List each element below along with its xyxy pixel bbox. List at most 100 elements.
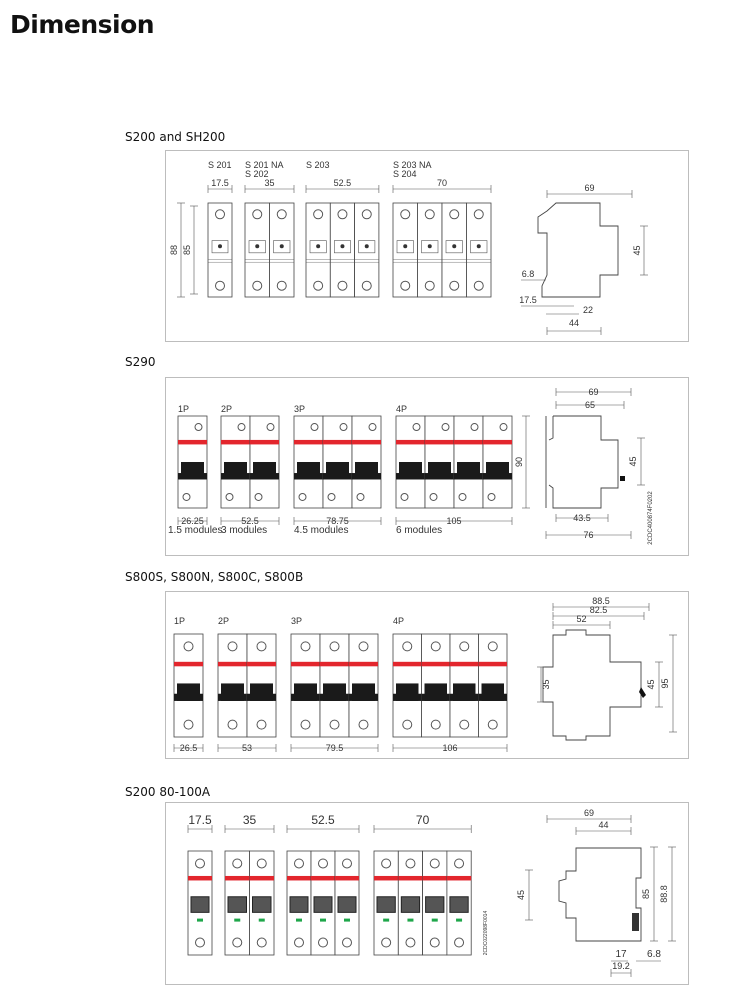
side-view-profile	[542, 629, 642, 741]
brand-red-band	[349, 661, 378, 667]
toggle-base	[174, 693, 203, 701]
terminal-screw-icon	[232, 937, 243, 948]
dimension-label: 52.5	[241, 516, 259, 526]
terminal-screw-icon	[430, 641, 441, 652]
brand-red-band	[188, 875, 212, 881]
brand-red-band	[450, 661, 479, 667]
terminal-screw-icon	[256, 937, 267, 948]
brand-red-band	[352, 439, 381, 445]
dimension-label: 88.8	[659, 885, 669, 903]
dimension-label: 79.5	[326, 743, 344, 753]
status-indicator-green	[344, 918, 350, 922]
terminal-screw-icon	[400, 280, 411, 291]
toggle-base	[323, 473, 352, 480]
terminal-screw-icon	[454, 858, 465, 869]
toggle-base	[483, 473, 512, 480]
terminal-screw-icon	[441, 423, 450, 432]
pole-label: 3P	[291, 616, 302, 626]
toggle-base	[396, 473, 425, 480]
terminal-screw-icon	[313, 280, 324, 291]
toggle-base	[247, 693, 276, 701]
terminal-screw-icon	[449, 280, 460, 291]
pole-label: 4P	[396, 404, 407, 414]
side-view-profile	[558, 847, 642, 942]
terminal-screw-icon	[499, 423, 508, 432]
toggle-lever	[400, 896, 421, 913]
terminal-screw-icon	[227, 641, 238, 652]
toggle-indicator	[218, 244, 222, 249]
terminal-screw-icon	[215, 280, 225, 291]
terminal-screw-icon	[487, 492, 496, 501]
dimension-label: 69	[584, 183, 594, 193]
toggle-indicator	[364, 244, 369, 249]
status-indicator-green	[407, 918, 414, 922]
terminal-screw-icon	[358, 719, 369, 730]
pole-label: 4P	[393, 616, 404, 626]
brand-red-band	[421, 661, 450, 667]
terminal-screw-icon	[402, 641, 413, 652]
brand-red-band	[396, 439, 425, 445]
brand-red-band	[218, 661, 247, 667]
terminal-screw-icon	[430, 719, 441, 730]
terminal-screw-icon	[195, 858, 205, 869]
toggle-lever	[190, 896, 210, 913]
status-indicator-green	[258, 918, 265, 922]
clip-icon	[620, 476, 625, 481]
toggle-base	[291, 693, 320, 701]
brand-red-band	[398, 875, 423, 881]
dimension-label: 69	[584, 808, 594, 818]
terminal-screw-icon	[227, 719, 238, 730]
toggle-base	[454, 473, 483, 480]
dimension-label: 70	[437, 178, 447, 188]
dimension-label: 85	[182, 245, 192, 255]
status-indicator-green	[383, 918, 390, 922]
toggle-indicator	[427, 244, 432, 249]
terminal-screw-icon	[405, 858, 416, 869]
terminal-screw-icon	[256, 858, 267, 869]
toggle-base	[352, 473, 381, 480]
side-view-profile	[537, 202, 619, 298]
dimension-label: 95	[660, 678, 670, 688]
dimension-label: 82.5	[590, 605, 608, 615]
toggle-lever	[313, 896, 333, 913]
dimension-label: 90	[514, 457, 524, 467]
brand-red-band	[422, 875, 447, 881]
terminal-screw-icon	[381, 937, 392, 948]
terminal-screw-icon	[254, 492, 263, 501]
toggle-lever	[337, 896, 357, 913]
terminal-screw-icon	[327, 492, 336, 501]
modules-label: 3 modules	[221, 525, 267, 536]
terminal-screw-icon	[310, 423, 319, 432]
terminal-screw-icon	[252, 209, 263, 220]
status-indicator-green	[320, 918, 326, 922]
terminal-screw-icon	[266, 423, 275, 432]
section-title-s290: S290	[125, 355, 156, 369]
toggle-lever	[376, 896, 396, 913]
terminal-screw-icon	[405, 937, 416, 948]
terminal-screw-icon	[318, 858, 328, 869]
toggle-indicator	[255, 244, 260, 249]
terminal-screw-icon	[381, 858, 392, 869]
lever-icon	[632, 913, 639, 931]
terminal-screw-icon	[487, 719, 498, 730]
brand-red-band	[174, 661, 203, 667]
toggle-lever	[449, 896, 469, 913]
toggle-indicator	[452, 244, 457, 249]
terminal-screw-icon	[459, 641, 470, 652]
dimension-label: 44	[598, 820, 608, 830]
dimension-label: 76	[583, 530, 593, 540]
terminal-screw-icon	[183, 641, 194, 652]
terminal-screw-icon	[225, 492, 234, 501]
brand-red-band	[320, 661, 349, 667]
dimension-label: 26.25	[181, 516, 204, 526]
section-title-s200: S200 and SH200	[125, 130, 226, 144]
brand-red-band	[393, 661, 422, 667]
brand-red-band	[225, 875, 250, 881]
terminal-screw-icon	[318, 937, 328, 948]
status-indicator-green	[431, 918, 438, 922]
terminal-screw-icon	[195, 937, 205, 948]
terminal-screw-icon	[337, 280, 348, 291]
toggle-base	[425, 473, 454, 480]
brand-red-band	[483, 439, 512, 445]
dimension-label: 65	[585, 400, 595, 410]
